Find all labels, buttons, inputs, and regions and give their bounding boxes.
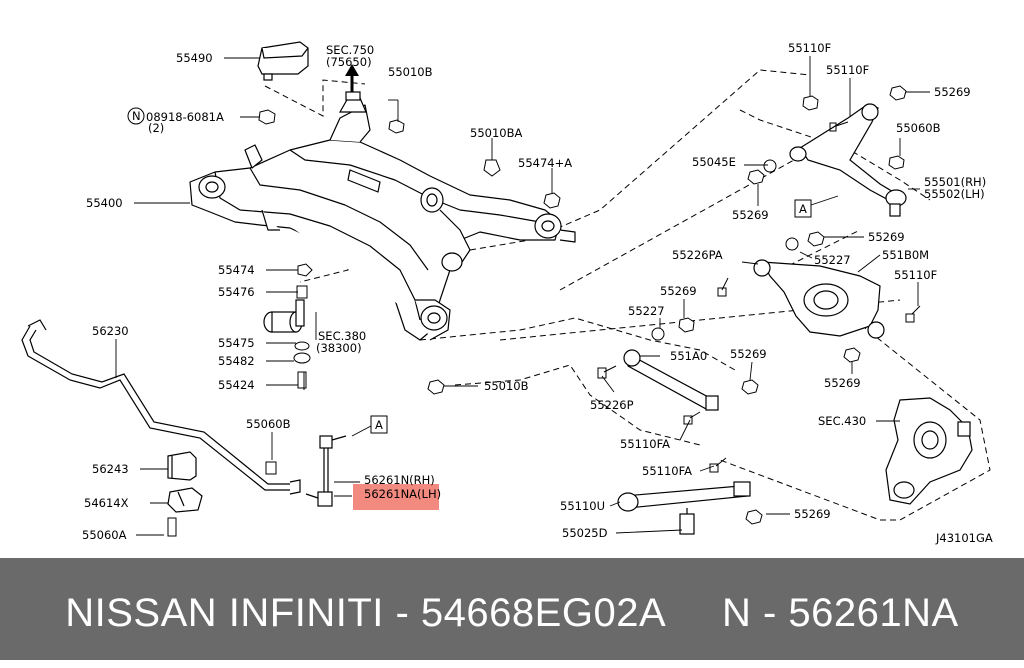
label-ref-a-left: A	[375, 418, 383, 432]
footer-caption: NISSAN INFINITI - 54668EG02A N - 56261NA	[0, 558, 1024, 660]
part-55476-bushing	[263, 299, 305, 333]
label-55482: 55482	[218, 354, 255, 368]
label-sec380: SEC.380	[318, 329, 366, 343]
label-sec750-sub: (75650)	[326, 55, 372, 69]
callout-labels: 55490 SEC.750 (75650) 55010B N 08918-608…	[82, 41, 993, 545]
label-sec380-sub: (38300)	[316, 341, 362, 355]
label-55474: 55474	[218, 263, 255, 277]
label-55110F-3: 55110F	[894, 268, 937, 282]
rear-knuckle	[885, 397, 973, 505]
label-55226PA: 55226PA	[672, 248, 723, 262]
label-55269-4: 55269	[660, 284, 697, 298]
label-55475: 55475	[218, 336, 255, 350]
footer-brand-part: NISSAN INFINITI - 54668EG02A	[65, 591, 664, 635]
label-56261N: 56261N(RH)	[364, 473, 435, 487]
part-56261-stabilizer-link	[305, 435, 347, 507]
label-55501: 55501(RH)	[924, 175, 986, 189]
part-55110U-link	[617, 481, 751, 535]
label-551A0: 551A0	[670, 349, 707, 363]
part-551A0-lateral-link	[623, 349, 719, 411]
label-55110F-2: 55110F	[826, 63, 869, 77]
label-56261NA: 56261NA(LH)	[364, 487, 441, 501]
label-08918-qty: (2)	[148, 121, 164, 135]
highlight-56261NA	[353, 484, 439, 510]
label-56230: 56230	[92, 324, 129, 338]
label-ref-a-right: A	[799, 202, 807, 216]
n-marker-icon	[127, 107, 145, 125]
label-08918-6081A: 08918-6081A	[146, 110, 224, 124]
label-55110FA-1: 55110FA	[620, 437, 670, 451]
label-55060B-left: 55060B	[246, 417, 291, 431]
label-sec750: SEC.750	[326, 43, 374, 57]
label-55269-6: 55269	[824, 376, 861, 390]
label-55110FA-2: 55110FA	[642, 464, 692, 478]
stabilizer-bar	[21, 319, 301, 495]
label-55474A: 55474+A	[518, 156, 572, 170]
label-55269-7: 55269	[794, 507, 831, 521]
nuts-and-bolts	[167, 85, 907, 537]
part-55490-bracket	[257, 41, 309, 81]
label-551B0M: 551B0M	[882, 248, 929, 262]
label-55110U: 55110U	[560, 499, 605, 513]
ref-box-a-left	[370, 415, 388, 434]
label-55226P: 55226P	[590, 398, 634, 412]
label-sec430: SEC.430	[818, 414, 866, 428]
rear-suspension-diagram: 55490 SEC.750 (75650) 55010B N 08918-608…	[21, 41, 993, 545]
label-55025D: 55025D	[562, 526, 608, 540]
label-55060A: 55060A	[82, 528, 127, 542]
label-55269-1: 55269	[934, 85, 971, 99]
rear-subframe	[189, 104, 576, 341]
label-55490: 55490	[176, 51, 213, 65]
label-55476: 55476	[218, 285, 255, 299]
label-54614X: 54614X	[84, 496, 129, 510]
label-55269-2: 55269	[732, 208, 769, 222]
label-55424: 55424	[218, 378, 255, 392]
footer-oem-part: N - 56261NA	[722, 591, 959, 635]
label-diagram-code: J43101GA	[935, 531, 993, 545]
upper-mount	[338, 91, 367, 113]
label-55269-5: 55269	[730, 347, 767, 361]
label-55110F-1: 55110F	[788, 41, 831, 55]
label-n-prefix: N	[132, 109, 141, 123]
arrow-sec750	[345, 64, 359, 92]
label-55060B-right: 55060B	[896, 121, 941, 135]
label-55045E: 55045E	[692, 155, 736, 169]
label-55269-3: 55269	[868, 230, 905, 244]
label-55227-1: 55227	[814, 253, 851, 267]
label-55502: 55502(LH)	[924, 187, 985, 201]
footer-bar: NISSAN INFINITI - 54668EG02A N - 56261NA	[0, 558, 1024, 660]
label-55400: 55400	[86, 196, 123, 210]
label-55227-2: 55227	[628, 304, 665, 318]
label-55010BA: 55010BA	[470, 126, 522, 140]
label-55010B-bottom: 55010B	[484, 379, 529, 393]
label-56243: 56243	[92, 462, 129, 476]
part-56243-bushing	[167, 451, 203, 513]
bolts	[303, 121, 921, 473]
leader-lines	[115, 56, 930, 536]
part-55501-upper-link	[789, 103, 907, 217]
label-55010B-top: 55010B	[388, 65, 433, 79]
ref-box-a-right	[794, 199, 812, 218]
